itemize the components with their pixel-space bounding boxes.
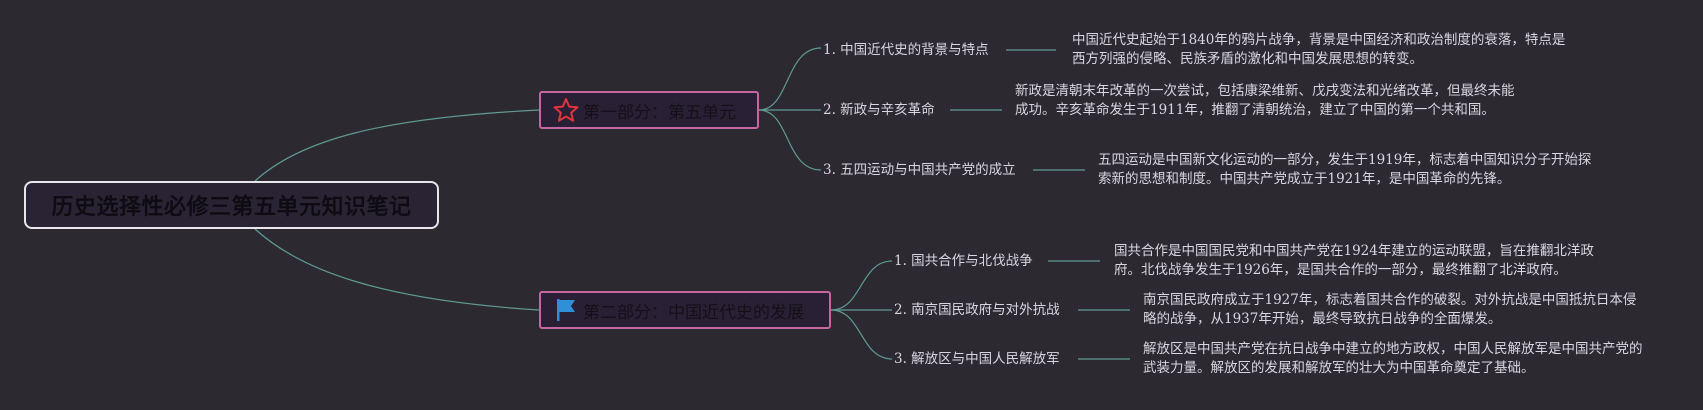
topic-2-3[interactable]: 3. 解放区与中国人民解放军 [894, 350, 1060, 368]
section-1-node[interactable]: 第一部分：第五单元 [539, 91, 759, 129]
link-section-1-topic-1 [758, 47, 822, 111]
section-2-title: 第二部分：中国近代史的发展 [583, 302, 804, 323]
root-topic[interactable]: 历史选择性必修三第五单元知识笔记 [24, 181, 439, 229]
flag-icon [557, 299, 575, 321]
detail-text: 新政是清朝末年改革的一次尝试，包括康梁维新、戊戌变法和光绪改革，但最终未能成功。… [1015, 83, 1515, 118]
topic-label: 3. 五四运动与中国共产党的成立 [823, 162, 1016, 178]
star-icon [553, 98, 579, 122]
topic-label: 2. 新政与辛亥革命 [823, 102, 935, 118]
link-section-1-topic-3 [758, 109, 822, 171]
detail-text: 国共合作是中国国民党和中国共产党在1924年建立的运动联盟，旨在推翻北洋政府。北… [1114, 243, 1594, 278]
topic-1-2[interactable]: 2. 新政与辛亥革命 [823, 101, 935, 119]
topic-2-1[interactable]: 1. 国共合作与北伐战争 [894, 252, 1033, 270]
detail-text: 五四运动是中国新文化运动的一部分，发生于1919年，标志着中国知识分子开始探索新… [1098, 152, 1592, 187]
topic-label: 3. 解放区与中国人民解放军 [894, 351, 1060, 367]
topic-1-1[interactable]: 1. 中国近代史的背景与特点 [823, 41, 989, 59]
detail-2-1[interactable]: 国共合作是中国国民党和中国共产党在1924年建立的运动联盟，旨在推翻北洋政府。北… [1114, 242, 1614, 280]
detail-1-1[interactable]: 中国近代史起始于1840年的鸦片战争，背景是中国经济和政治制度的衰落，特点是西方… [1072, 31, 1572, 69]
link-root-section-2 [254, 228, 540, 311]
link-section-2-topic-1 [830, 260, 893, 311]
link-root-section-1 [254, 109, 540, 182]
topic-1-3[interactable]: 3. 五四运动与中国共产党的成立 [823, 161, 1016, 179]
topic-label: 2. 南京国民政府与对外抗战 [894, 302, 1060, 318]
detail-1-2[interactable]: 新政是清朝末年改革的一次尝试，包括康梁维新、戊戌变法和光绪改革，但最终未能成功。… [1015, 82, 1515, 120]
detail-1-3[interactable]: 五四运动是中国新文化运动的一部分，发生于1919年，标志着中国知识分子开始探索新… [1098, 151, 1598, 189]
topic-label: 1. 国共合作与北伐战争 [894, 253, 1033, 269]
topic-2-2[interactable]: 2. 南京国民政府与对外抗战 [894, 301, 1060, 319]
root-title: 历史选择性必修三第五单元知识笔记 [51, 194, 412, 220]
detail-text: 中国近代史起始于1840年的鸦片战争，背景是中国经济和政治制度的衰落，特点是西方… [1072, 32, 1566, 67]
topic-label: 1. 中国近代史的背景与特点 [823, 42, 989, 58]
section-2-node[interactable]: 第二部分：中国近代史的发展 [539, 291, 831, 329]
detail-2-2[interactable]: 南京国民政府成立于1927年，标志着国共合作的破裂。对外抗战是中国抵抗日本侵略的… [1143, 291, 1643, 329]
link-section-2-topic-3 [830, 309, 893, 360]
detail-text: 解放区是中国共产党在抗日战争中建立的地方政权，中国人民解放军是中国共产党的武装力… [1143, 341, 1643, 376]
section-1-title: 第一部分：第五单元 [583, 102, 736, 123]
detail-2-3[interactable]: 解放区是中国共产党在抗日战争中建立的地方政权，中国人民解放军是中国共产党的武装力… [1143, 340, 1643, 378]
detail-text: 南京国民政府成立于1927年，标志着国共合作的破裂。对外抗战是中国抵抗日本侵略的… [1143, 292, 1637, 327]
